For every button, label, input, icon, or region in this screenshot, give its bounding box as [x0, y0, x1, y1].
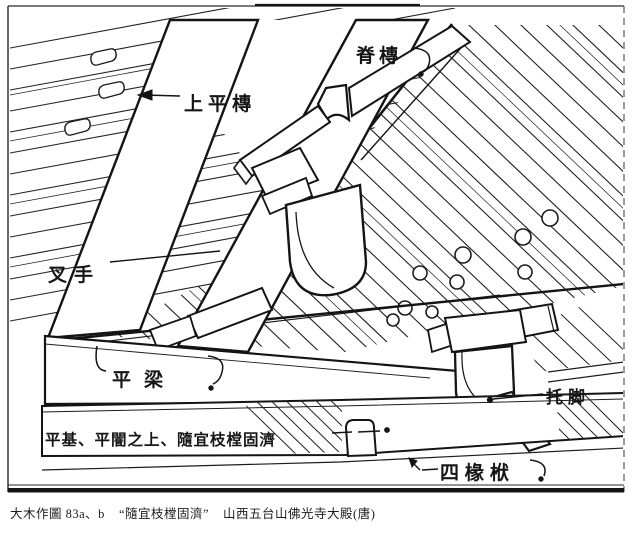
caption-figure-number: 大木作圖 83a、b [10, 507, 105, 521]
chashou-label: 叉手 [47, 263, 100, 286]
rafter-peg-icons [64, 48, 125, 136]
rafter-peg-circles [386, 209, 559, 327]
upper-purlin-label: 上平槫 [184, 92, 256, 115]
upper-purlin-band [46, 18, 260, 340]
ceiling-annotation: 平基、平闇之上、隨宜枝樘固濟 [45, 430, 276, 449]
figure-caption: 大木作圖 83a、b “隨宜枝樘固濟” 山西五台山佛光寺大殿(唐) [10, 503, 625, 522]
pingliang-label: 平梁 [112, 368, 176, 391]
label-leaders [95, 47, 546, 482]
tuojiao-label: 托脚 [546, 387, 590, 408]
ridge-purlin-label: 脊槫 [355, 44, 402, 67]
figure-frame [7, 3, 625, 493]
sichuanfu-label: 四椽栿 [440, 461, 515, 484]
caption-quote: “隨宜枝樘固濟” [118, 507, 210, 521]
caption-source: 山西五台山佛光寺大殿(唐) [223, 507, 376, 521]
drawing-labels: 脊槫 上平槫 叉手 平梁 托脚 平基、平闇之上、隨宜枝樘固濟 四椽栿 [45, 44, 590, 484]
purlin-lines-right [547, 361, 623, 383]
wedge-block [344, 419, 378, 458]
central-bracket-assembly [148, 24, 472, 352]
sichuanfu-beam [41, 392, 623, 471]
